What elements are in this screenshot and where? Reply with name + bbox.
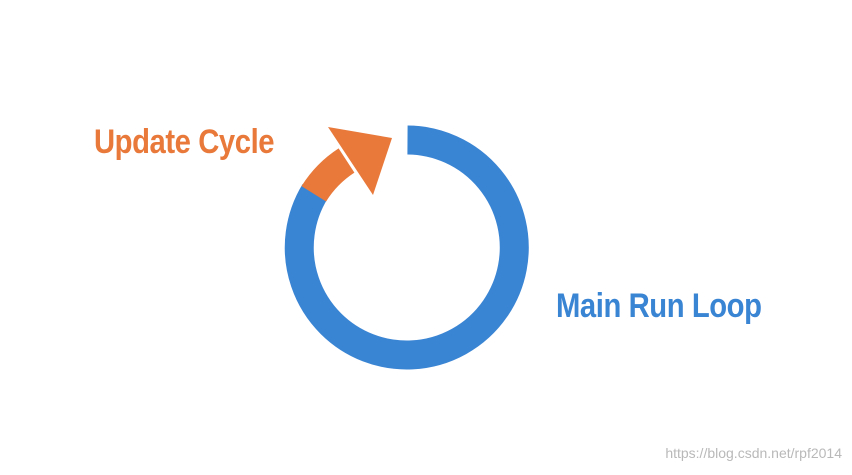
update-cycle-arc [301, 148, 355, 202]
watermark-text: https://blog.csdn.net/rpf2014 [665, 445, 842, 461]
update-arrow-icon [328, 127, 392, 195]
main-run-loop-ring [284, 125, 529, 370]
update-cycle-label: Update Cycle [94, 123, 275, 161]
main-run-loop-label: Main Run Loop [556, 287, 762, 325]
